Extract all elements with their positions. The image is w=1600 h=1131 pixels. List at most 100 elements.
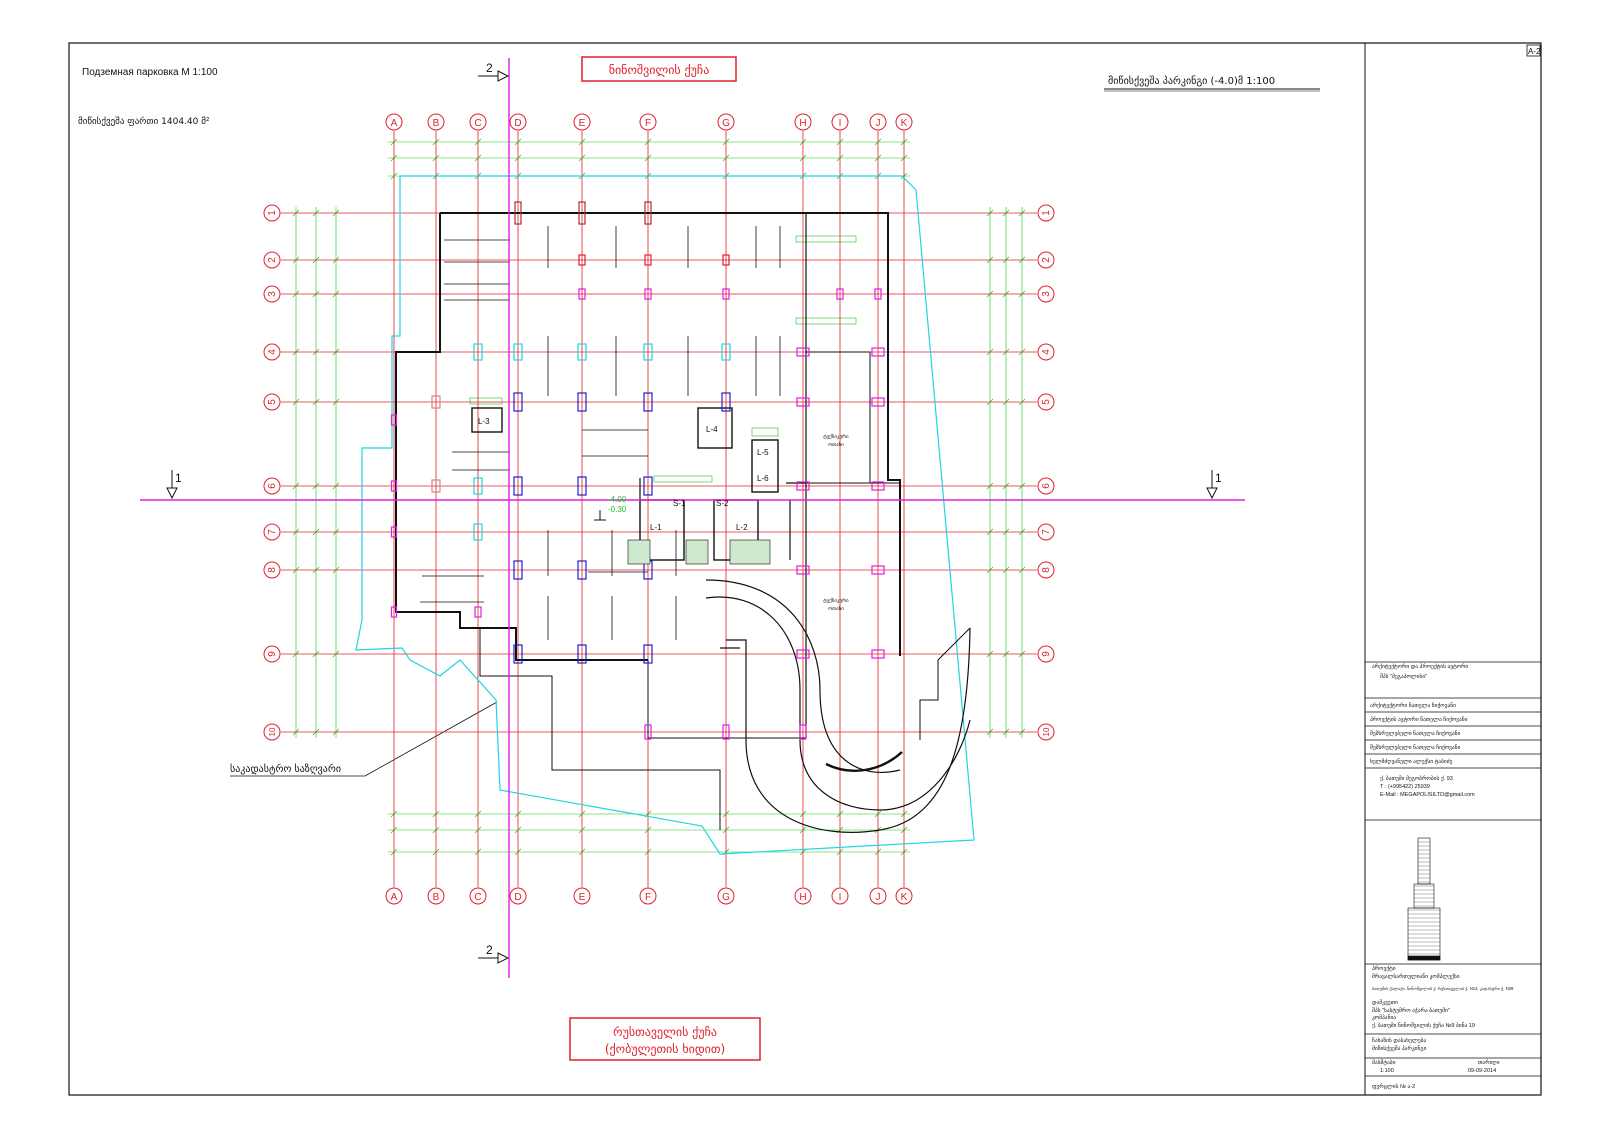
grid-bubble-6: [1037, 477, 1055, 495]
grid-bubble-3: [1037, 285, 1055, 303]
grid-label-C: C: [474, 118, 481, 129]
cadastral-label: საკადასტრო საზღვარი: [230, 763, 341, 775]
tb-project-addr: ბათუმის ქალაქი, ნინოშვილის ქ. რუსთაველის…: [1372, 986, 1514, 991]
grid-bubble-I: [831, 887, 849, 905]
grid-bubble-5: [263, 393, 281, 411]
column: [578, 254, 586, 266]
dim-box: [469, 397, 503, 405]
column: [643, 392, 653, 412]
column: [390, 480, 398, 492]
section-lines: [140, 58, 1245, 978]
column: [721, 392, 731, 412]
tb-project-name: მრავალსართულიანი კომპლექსი: [1372, 972, 1460, 980]
grid-label-D: D: [514, 892, 521, 903]
header-ru: Подземная парковка М 1:100: [82, 67, 218, 78]
street-bottom-box: [569, 1017, 761, 1061]
tb-r5: შემსრულებელი ნათელა ჩიქოვანი: [1370, 729, 1461, 737]
tb-client-addr: ქ. ბათუმი ნინოშვილის ქუჩა №9 ბინა 19: [1372, 1021, 1475, 1029]
grid-label-D: D: [514, 118, 521, 129]
lift-l3: L-3: [478, 417, 490, 426]
tower-base: [1407, 955, 1441, 961]
grid-label-F: F: [645, 892, 651, 903]
grid-label-I: I: [839, 892, 842, 903]
column: [871, 565, 885, 575]
tb-r4: პროექტის ავტორი ნათელა ჩიქოვანი: [1370, 715, 1468, 723]
column: [473, 477, 483, 495]
column: [871, 649, 885, 659]
tb-r2: შპს "მეგაპოლისი": [1380, 672, 1427, 680]
grid-label-2: 2: [267, 257, 278, 263]
dim-box: [653, 475, 713, 483]
section-2-bottom: 2: [486, 943, 493, 957]
grid-label-9: 9: [1041, 651, 1052, 657]
column: [722, 254, 730, 266]
column: [513, 560, 523, 580]
grid-label-A: A: [391, 118, 398, 129]
column: [644, 201, 652, 225]
columns: [390, 201, 885, 740]
tb-sheet-no: ფურცლის № ა-2: [1372, 1083, 1415, 1090]
lift-l4: L-4: [706, 425, 718, 434]
tb-project-head: პროექტი: [1372, 965, 1396, 972]
tb-date-value: 09-09-2014: [1468, 1068, 1496, 1074]
grid-bubble-C: [469, 113, 487, 131]
grid-bubble-7: [1037, 523, 1055, 541]
grid-label-8: 8: [267, 567, 278, 573]
column: [514, 201, 522, 225]
column: [643, 644, 653, 664]
section-markers: [166, 70, 1218, 964]
grid-bubble-8: [1037, 561, 1055, 579]
grid-label-J: J: [876, 892, 881, 903]
grid-bubble-1: [1037, 204, 1055, 222]
grid-label-7: 7: [1041, 529, 1052, 535]
tb-scale-label: მასშტაბი: [1372, 1058, 1396, 1066]
tb-email: E-Mail : MEGAPOLISILTD@gmail.com: [1380, 792, 1475, 798]
tech-room-2a: ტექნიკური: [823, 597, 849, 604]
tb-date-label: თარიღი: [1478, 1059, 1500, 1066]
dim-box: [751, 427, 779, 437]
tb-r3: არქიტექტორი ნათელა ჩიქოვანი: [1370, 701, 1456, 709]
grid-bubble-J: [869, 113, 887, 131]
grid-label-6: 6: [267, 483, 278, 489]
grid-bubble-G: [717, 113, 735, 131]
stair-s1: S-1: [673, 499, 686, 508]
building-walls: [395, 212, 971, 833]
column: [431, 479, 441, 493]
column: [474, 606, 482, 618]
grid-label-A: A: [391, 892, 398, 903]
cadastral-leader-diag: [364, 701, 498, 777]
column: [473, 523, 483, 541]
column: [513, 392, 523, 412]
grid-bubble-F: [639, 887, 657, 905]
tower-upper: [1417, 837, 1431, 885]
grid-label-E: E: [579, 892, 586, 903]
grid-bubble-8: [263, 561, 281, 579]
parking-stall-lines: [420, 226, 781, 640]
grid-label-G: G: [722, 892, 730, 903]
column: [871, 347, 885, 357]
column: [644, 254, 652, 266]
column: [390, 606, 398, 618]
column: [871, 481, 885, 491]
grid-label-F: F: [645, 118, 651, 129]
area-label: მიწისქვეშა ფართი 1404.40 მ²: [78, 116, 210, 127]
title-block-text: არქიტექტორი და პროექტის ავტორი შპს "მეგა…: [1370, 663, 1514, 1090]
grid-bubble-C: [469, 887, 487, 905]
lift-l5: L-5: [757, 448, 769, 457]
dimension-lines: [292, 138, 1026, 856]
column: [721, 343, 731, 361]
grid-bubble-H: [794, 113, 812, 131]
tb-r7: ხელმძღვანელი ალექსი ტაბიძე: [1370, 757, 1453, 765]
grid-bubble-K: [895, 113, 913, 131]
column: [390, 414, 398, 426]
grid-label-5: 5: [1041, 399, 1052, 405]
grid-bubble-F: [639, 113, 657, 131]
column: [577, 392, 587, 412]
grid-label-10: 10: [1042, 727, 1051, 736]
grid-label-5: 5: [267, 399, 278, 405]
grid-label-3: 3: [267, 291, 278, 297]
column: [644, 724, 652, 740]
column: [513, 343, 523, 361]
grid-label-1: 1: [1041, 210, 1052, 216]
